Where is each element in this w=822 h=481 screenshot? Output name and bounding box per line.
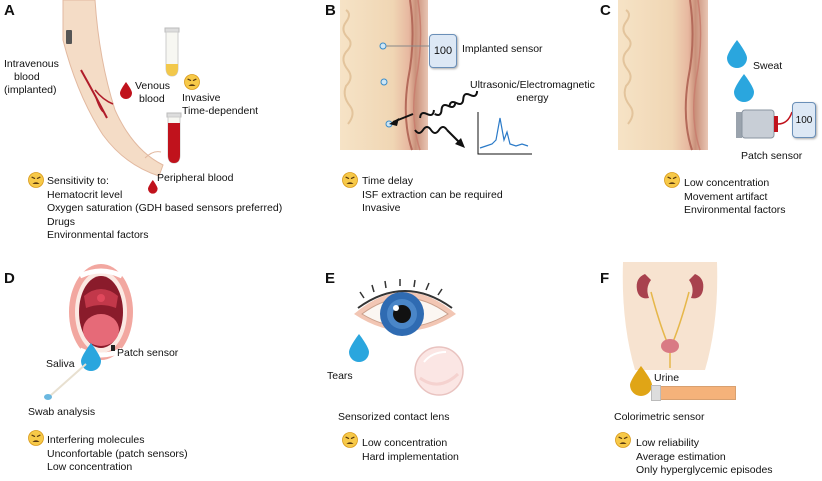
- urine-label: Urine: [654, 372, 680, 384]
- venous-label: Venous blood: [135, 80, 171, 105]
- test-tube-blood-icon: [166, 112, 182, 164]
- panel-f-issues: Low reliability Average estimation Only …: [636, 437, 773, 476]
- venous-blood-drop-icon: [120, 82, 132, 99]
- panel-c-letter: C: [600, 2, 611, 19]
- implanted-sensor: 100: [429, 34, 457, 68]
- sad-face-icon: [341, 171, 359, 189]
- peripheral-label: Peripheral blood: [157, 172, 234, 184]
- intravenous-label: Intravenous blood (implanted): [4, 58, 59, 96]
- patch-sensor-label: Patch sensor: [741, 150, 803, 162]
- invasive-label: Invasive Time-dependent: [182, 92, 259, 117]
- signal-plot-icon: [477, 112, 532, 155]
- sad-face-icon: [614, 431, 632, 449]
- colorimetric-sensor-label: Colorimetric sensor: [614, 411, 705, 423]
- urine-drop-icon: [630, 366, 652, 396]
- sweat-drop-icon: [734, 74, 754, 102]
- arm-illustration: [62, 0, 164, 177]
- test-tube-empty-icon: [164, 27, 180, 77]
- mouth-illustration: [69, 264, 133, 360]
- isf-particles: [379, 42, 430, 128]
- contact-lens-label: Sensorized contact lens: [338, 411, 450, 423]
- sweat-drop-icon: [727, 40, 747, 68]
- implanted-device: [66, 30, 72, 44]
- skin-cross-section: [618, 0, 708, 151]
- tear-drop-icon: [349, 334, 369, 362]
- panel-a-issues: Sensitivity to: Hematocrit level Oxygen …: [47, 175, 283, 241]
- panel-e-letter: E: [325, 270, 336, 287]
- patch-sensor-label: Patch sensor: [117, 347, 179, 359]
- sensor-reading: 100: [433, 45, 453, 57]
- colorimetric-strip-pad: [651, 385, 661, 401]
- swab-icon: [44, 363, 87, 400]
- urinary-system-illustration: [622, 262, 718, 370]
- sad-face-icon: [663, 171, 681, 189]
- energy-wave-icon: [389, 90, 479, 148]
- panel-a-letter: A: [4, 2, 15, 19]
- sweat-label: Sweat: [753, 60, 783, 72]
- sad-face-icon: [183, 73, 201, 91]
- panel-f-letter: F: [600, 270, 610, 287]
- panel-e-issues: Low concentration Hard implementation: [362, 437, 459, 463]
- colorimetric-strip: [654, 386, 736, 400]
- eye-illustration: [354, 279, 456, 336]
- sad-face-icon: [27, 171, 45, 189]
- panel-b-letter: B: [325, 2, 336, 19]
- sensor-reading: 100: [795, 114, 813, 126]
- patch-sensor-display: 100: [792, 102, 816, 138]
- contact-lens-icon: [414, 346, 464, 396]
- panel-b-issues: Time delay ISF extraction can be require…: [362, 175, 503, 214]
- skin-cross-section: [340, 0, 428, 151]
- oral-patch-sensor: [111, 345, 115, 351]
- panel-d-issues: Interfering molecules Unconfortable (pat…: [47, 434, 188, 473]
- panel-d-letter: D: [4, 270, 15, 287]
- tears-label: Tears: [327, 370, 353, 382]
- saliva-label: Saliva: [46, 358, 75, 370]
- swab-label: Swab analysis: [28, 406, 96, 418]
- implanted-sensor-label: Implanted sensor: [462, 43, 543, 55]
- sad-face-icon: [27, 429, 45, 447]
- sad-face-icon: [341, 431, 359, 449]
- panel-c-issues: Low concentration Movement artifact Envi…: [684, 177, 786, 216]
- patch-sensor-device: [736, 109, 793, 139]
- energy-label: Ultrasonic/Electromagnetic energy: [470, 79, 595, 104]
